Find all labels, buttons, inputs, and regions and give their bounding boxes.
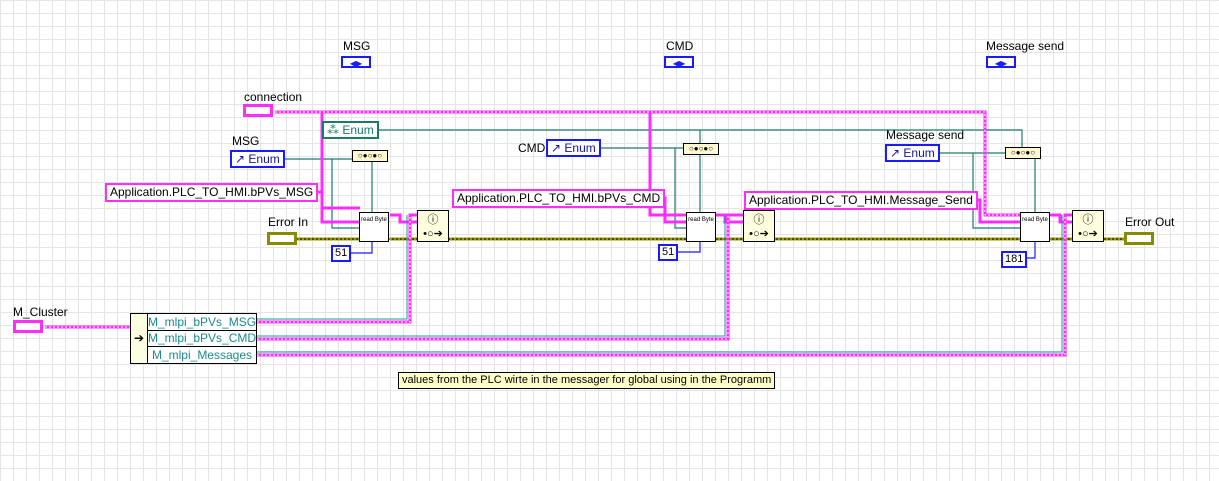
- read-byte-node[interactable]: read Byte: [359, 212, 389, 242]
- message-send-control-label: Message send: [886, 128, 965, 142]
- comment-label: values from the PLC wirte in the message…: [398, 372, 776, 389]
- error-handler-node[interactable]: ⓘ•○➔: [1072, 210, 1104, 242]
- connection-terminal[interactable]: [243, 104, 273, 117]
- error-in-terminal[interactable]: [267, 232, 297, 245]
- read-byte-node[interactable]: read Byte: [1020, 212, 1050, 242]
- unbundle-item[interactable]: M_mlpi_Messages: [151, 348, 253, 362]
- enum-constant-text: Enum: [342, 123, 374, 137]
- constant-51[interactable]: 51: [658, 244, 679, 261]
- read-byte-node[interactable]: read Byte: [686, 212, 716, 242]
- error-out-terminal[interactable]: [1124, 232, 1154, 245]
- error-out-label: Error Out: [1125, 215, 1175, 229]
- error-in-label: Error In: [268, 215, 309, 229]
- connection-label: connection: [244, 90, 303, 104]
- select-node[interactable]: ○●○●○: [683, 143, 719, 155]
- msg-enum-control[interactable]: ↗ Enum: [230, 150, 285, 168]
- msg-indicator[interactable]: ◀▶: [341, 56, 371, 68]
- unbundle-by-name[interactable]: ➔ M_mlpi_bPVs_MSG M_mlpi_bPVs_CMD M_mlpi…: [130, 313, 257, 364]
- property-message-send[interactable]: Application.PLC_TO_HMI.Message_Send: [744, 191, 978, 210]
- error-handler-node[interactable]: ⓘ•○➔: [417, 210, 449, 242]
- constant-51[interactable]: 51: [331, 245, 352, 262]
- enum-constant[interactable]: ⁂ Enum: [322, 121, 379, 139]
- property-cmd[interactable]: Application.PLC_TO_HMI.bPVs_CMD: [452, 189, 666, 208]
- enum-text: Enum: [564, 141, 596, 155]
- property-msg[interactable]: Application.PLC_TO_HMI.bPVs_MSG: [105, 183, 319, 202]
- cmd-enum-control[interactable]: ↗ Enum: [546, 139, 601, 157]
- cmd-indicator[interactable]: ◀▶: [664, 56, 694, 68]
- enum-text: Enum: [248, 152, 280, 166]
- unbundle-item[interactable]: M_mlpi_bPVs_CMD: [148, 331, 257, 347]
- m-cluster-terminal[interactable]: [13, 320, 43, 333]
- message-send-indicator[interactable]: ◀▶: [986, 56, 1016, 68]
- enum-text: Enum: [903, 146, 935, 160]
- select-node[interactable]: ○●○●○: [1005, 147, 1041, 159]
- m-cluster-label: M_Cluster: [13, 305, 68, 319]
- select-node[interactable]: ○●○●○: [352, 150, 388, 162]
- constant-181[interactable]: 181: [1001, 251, 1028, 268]
- error-handler-node[interactable]: ⓘ•○➔: [743, 210, 775, 242]
- cmd-indicator-label: CMD: [666, 39, 694, 53]
- arrow-icon: ➔: [131, 314, 148, 363]
- unbundle-item[interactable]: M_mlpi_bPVs_MSG: [148, 315, 257, 331]
- cmd-control-label: CMD: [518, 141, 546, 155]
- message-send-enum-control[interactable]: ↗ Enum: [885, 144, 940, 162]
- msg-indicator-label: MSG: [343, 39, 371, 53]
- message-send-indicator-label: Message send: [986, 39, 1065, 53]
- msg-control-label: MSG: [232, 134, 260, 148]
